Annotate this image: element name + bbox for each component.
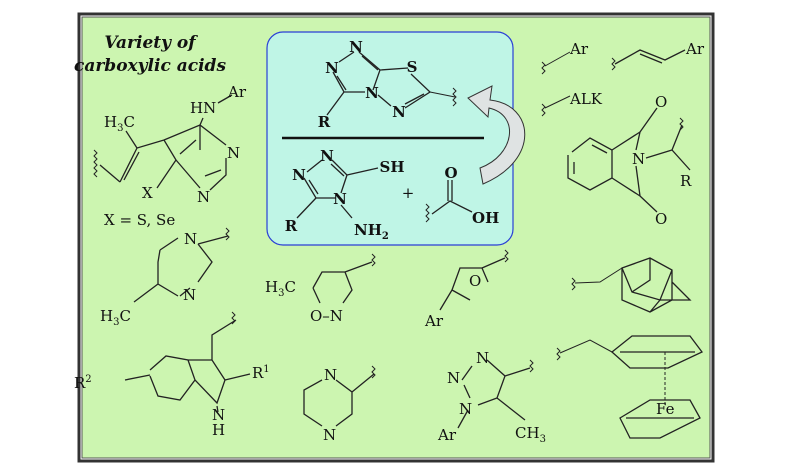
atom-n: N — [447, 369, 460, 387]
pyrazine-structure: N N — [303, 365, 376, 444]
aryltriazole-structure: N N N Ar CH3 — [437, 349, 546, 445]
atom-n: N — [325, 59, 339, 77]
atom-o: O — [469, 272, 481, 290]
atom-h3c: H3C — [104, 113, 135, 134]
atom-ar: Ar — [437, 426, 457, 444]
atom-n: N — [459, 400, 472, 418]
atom-r: R — [680, 172, 692, 190]
atom-oh: OH — [472, 209, 499, 227]
atom-n: N — [184, 230, 197, 248]
alkyl-structure: ALK — [541, 90, 603, 117]
atom-n: N — [183, 286, 196, 304]
atom-h3c: H3C — [100, 307, 131, 328]
carboxylic-acid: O OH — [425, 164, 499, 227]
indole-structure: R2 R1 N H — [74, 311, 270, 439]
atom-ch3: CH3 — [515, 424, 546, 445]
atom-h: H — [212, 421, 225, 439]
atom-n: N — [212, 406, 225, 424]
curved-arrow-icon — [467, 85, 526, 185]
atom-n: N — [365, 84, 379, 102]
atom-sh: SH — [379, 158, 404, 176]
atom-n: N — [324, 366, 337, 384]
methylpyrimidine-structure: N N H3C — [100, 227, 230, 328]
thienopyrimidine-structure: H3C HN Ar N X N X = S, Se — [93, 83, 247, 229]
title-line2: carboxylic acids — [74, 56, 226, 76]
x-definition-note: X = S, Se — [104, 211, 175, 229]
atom-n: N — [333, 190, 347, 208]
atom-on: O–N — [310, 307, 343, 325]
atom-o: O — [655, 93, 667, 111]
atom-r1: R1 — [252, 364, 270, 382]
atom-ar: Ar — [227, 83, 247, 101]
title-line1: Variety of — [104, 33, 198, 53]
outer-frame — [77, 12, 715, 463]
atom-n: N — [476, 349, 489, 367]
atom-n: N — [197, 188, 210, 206]
atom-hn: HN — [190, 99, 216, 117]
reaction-box: N N S N N R N N SH N R NH2 + O OH — [266, 31, 514, 246]
atom-ar: Ar — [569, 40, 589, 58]
atom-fe: Fe — [656, 400, 675, 418]
atom-r2: R2 — [74, 374, 92, 392]
atom-n: N — [320, 147, 334, 165]
atom-o: O — [655, 210, 667, 228]
atom-nh2: NH2 — [354, 221, 389, 242]
atom-x: X — [142, 184, 153, 202]
atom-n: N — [632, 150, 645, 168]
atom-o: O — [444, 164, 457, 182]
atom-n: N — [323, 426, 336, 444]
phthalimide-structure: O N R O — [567, 93, 692, 228]
atom-r: R — [285, 217, 298, 235]
ferrocenylmethyl-structure: Fe — [556, 335, 703, 439]
aminotriazolethiol-reactant: N N SH N R NH2 — [285, 147, 405, 242]
arylfuran-structure: O Ar — [424, 249, 509, 330]
methylisoxazole-structure: H3C O–N — [265, 253, 376, 325]
atom-s: S — [407, 58, 418, 76]
atom-n: N — [227, 144, 240, 162]
arylmethyl-structure: Ar — [541, 40, 589, 75]
adamantylmethyl-structure — [571, 257, 692, 313]
styryl-structure: Ar — [611, 40, 705, 71]
atom-r: R — [318, 113, 331, 131]
atom-h3c: H3C — [265, 278, 296, 299]
atom-ar: Ar — [424, 312, 444, 330]
atom-alk: ALK — [569, 90, 603, 108]
triazolothiadiazole-product: N N S N N R — [318, 38, 457, 131]
atom-n: N — [292, 166, 306, 184]
atom-n: N — [392, 103, 406, 121]
atom-n: N — [349, 38, 363, 56]
plus-sign: + — [402, 184, 415, 202]
atom-ar: Ar — [685, 40, 705, 58]
